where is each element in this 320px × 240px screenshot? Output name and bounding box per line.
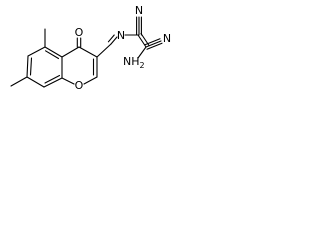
- ring-oxygen-label: O: [75, 79, 84, 92]
- methyl-bond-bottom: [10, 76, 28, 87]
- amino-group-label: NH2: [123, 55, 145, 70]
- bond-c3-ch: [96, 43, 112, 58]
- bond-c4-c3: [78, 46, 98, 58]
- carbonyl-oxygen-label: O: [75, 26, 84, 39]
- bond-c-nh2: [137, 46, 147, 59]
- bond-c4a-c5: [27, 46, 46, 57]
- benzene-ring: [26, 46, 63, 88]
- amino-subscript: 2: [140, 61, 145, 70]
- bond-c5-c6-inner: [29, 57, 33, 76]
- bond-c5-c6: [26, 55, 29, 78]
- bond-c8a-c4: [61, 46, 80, 58]
- bond-c6-c7: [26, 76, 45, 88]
- nitrile-nitrogen-top-label: N: [135, 4, 143, 17]
- bond-o1-c8: [61, 77, 75, 85]
- nitrile-nitrogen-right-label: N: [163, 32, 171, 45]
- bond-c8a-c4a-inner: [44, 50, 60, 60]
- bond-c2-o1: [83, 76, 98, 85]
- bond-c8a-c4a: [44, 46, 63, 58]
- bond-c7-c8: [43, 77, 63, 88]
- bond-ch-n-2: [107, 34, 115, 43]
- bond-ch-n-1: [110, 36, 118, 45]
- bond-c7-c8-inner: [44, 74, 61, 84]
- nitrile-right-2: [146, 42, 163, 50]
- imine-nitrogen-label: N: [117, 29, 125, 42]
- chemical-structure: O O N N N NH2: [10, 4, 171, 92]
- pyranone-ring: [61, 46, 98, 85]
- nitrile-right-3: [144, 38, 161, 46]
- nitrile-right-1: [145, 40, 162, 48]
- amino-nh-text: NH: [123, 55, 140, 68]
